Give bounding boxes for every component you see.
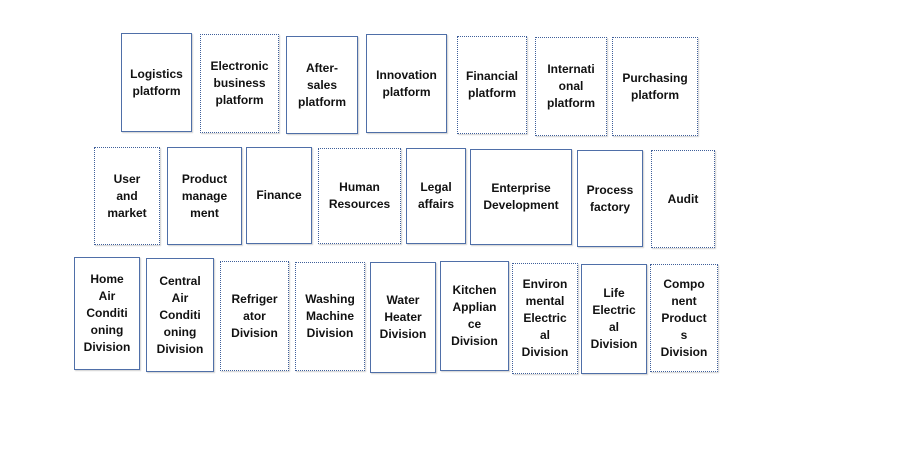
- box-label: User and market: [107, 171, 147, 220]
- box-label: Financial platform: [465, 69, 518, 100]
- box-label: Refriger ator Division: [231, 291, 278, 340]
- box-label: Central Air Conditi oning Division: [156, 273, 204, 356]
- box-user-and-market: User and market: [94, 147, 160, 245]
- box-product-management: Product manage ment: [167, 147, 242, 245]
- box-label: Internati onal platform: [547, 62, 595, 110]
- box-after-sales-platform: After- sales platform: [286, 36, 358, 134]
- box-label: Innovation platform: [376, 67, 437, 99]
- box-label: Compo nent Product s Division: [660, 276, 708, 359]
- box-label: Water Heater Division: [379, 293, 427, 341]
- box-label: Kitchen Applian ce Division: [451, 283, 498, 348]
- box-home-air-conditioning-division: Home Air Conditi oning Division: [74, 257, 140, 370]
- box-label: Legal affairs: [417, 180, 455, 211]
- box-label: Human Resources: [328, 180, 391, 211]
- box-label: Product manage ment: [181, 171, 228, 220]
- box-life-electrical-division: Life Electric al Division: [581, 264, 647, 374]
- box-label: Logistics platform: [130, 66, 183, 98]
- box-label: Purchasing platform: [622, 70, 688, 102]
- box-legal-affairs: Legal affairs: [406, 148, 466, 244]
- box-refrigerator-division: Refriger ator Division: [220, 261, 289, 371]
- box-label: After- sales platform: [298, 60, 346, 109]
- box-innovation-platform: Innovation platform: [366, 34, 447, 133]
- box-label: Audit: [667, 191, 699, 206]
- box-component-products-division: Compo nent Product s Division: [650, 264, 718, 372]
- box-electronic-business-platform: Electronic business platform: [200, 34, 279, 133]
- box-water-heater-division: Water Heater Division: [370, 262, 436, 373]
- box-label: Process factory: [586, 182, 634, 214]
- box-label: Life Electric al Division: [590, 286, 638, 351]
- box-finance: Finance: [246, 147, 312, 244]
- box-label: Finance: [256, 188, 302, 202]
- box-central-air-conditioning-division: Central Air Conditi oning Division: [146, 258, 214, 372]
- box-audit: Audit: [651, 150, 715, 248]
- box-international-platform: Internati onal platform: [535, 37, 607, 136]
- box-process-factory: Process factory: [577, 150, 643, 247]
- box-environmental-electrical-division: Environ mental Electric al Division: [512, 263, 578, 374]
- box-washing-machine-division: Washing Machine Division: [295, 262, 365, 371]
- box-label: Environ mental Electric al Division: [521, 277, 569, 359]
- box-label: Home Air Conditi oning Division: [83, 272, 131, 354]
- box-logistics-platform: Logistics platform: [121, 33, 192, 132]
- box-enterprise-development: Enterprise Development: [470, 149, 572, 245]
- box-label: Washing Machine Division: [305, 292, 355, 340]
- box-human-resources: Human Resources: [318, 148, 401, 244]
- box-kitchen-appliance-division: Kitchen Applian ce Division: [440, 261, 509, 371]
- box-financial-platform: Financial platform: [457, 36, 527, 134]
- box-label: Electronic business platform: [210, 59, 269, 107]
- box-purchasing-platform: Purchasing platform: [612, 37, 698, 136]
- box-label: Enterprise Development: [483, 181, 559, 212]
